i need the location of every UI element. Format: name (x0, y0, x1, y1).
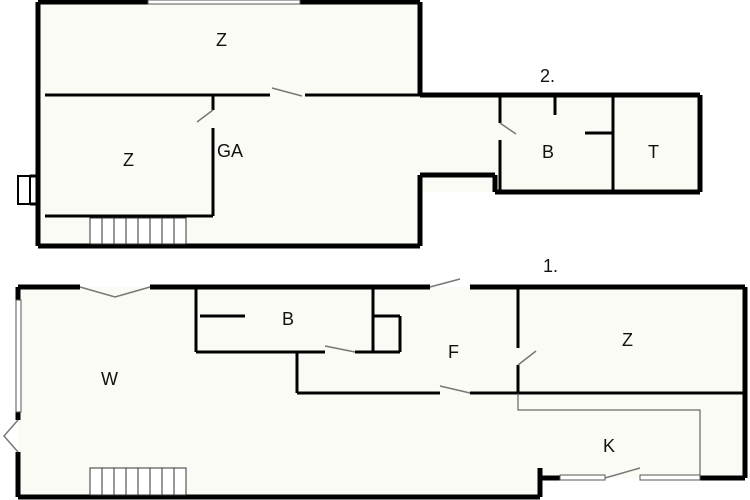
floor-2-inner-walls (45, 93, 615, 218)
room-label-living: W (101, 369, 118, 389)
floor-1-inner-walls (194, 287, 745, 395)
door-left-bedroom (196, 109, 214, 123)
door-kitchen-bottom (604, 467, 641, 479)
floor-2: 2. Z Z GA B T (17, 0, 703, 249)
floor-2-stairs (89, 217, 187, 245)
room-label-upper-bedroom: Z (216, 30, 227, 50)
floor-1-left-window (15, 299, 22, 413)
floor-2-side-window (17, 175, 31, 205)
room-label-kitchen: K (603, 436, 615, 456)
door-bathroom-1 (324, 345, 356, 353)
room-label-gallery: GA (217, 141, 243, 161)
floor-2-outer-walls (35, 0, 703, 249)
floor-2-top-window (147, 0, 301, 5)
room-label-hallway: F (448, 342, 459, 362)
floor-1-label: 1. (543, 256, 558, 276)
door-top-double (79, 286, 151, 298)
door-left-entry (3, 419, 19, 453)
storage-area (500, 95, 700, 192)
floor-1: 1. W B F Z K (3, 256, 748, 500)
floor-1-bottom-window-a (559, 474, 606, 481)
room-label-bedroom-1: Z (622, 330, 633, 350)
door-gallery-top (271, 87, 303, 97)
floor-2-label: 2. (540, 66, 555, 86)
door-hall-bottom (439, 385, 471, 394)
floor-1-bottom-window-b (639, 474, 701, 481)
room-label-storage: T (648, 142, 659, 162)
room-label-bathroom-1: B (282, 309, 294, 329)
floor-1-stairs (89, 467, 187, 496)
door-hall-top (429, 278, 461, 288)
room-label-left-bedroom: Z (123, 150, 134, 170)
room-label-bathroom-2: B (542, 142, 554, 162)
door-bedroom-1 (517, 350, 537, 366)
floor-2-area (38, 2, 500, 246)
kitchen-counter-outline (517, 393, 701, 475)
door-bathroom-2 (499, 122, 517, 135)
